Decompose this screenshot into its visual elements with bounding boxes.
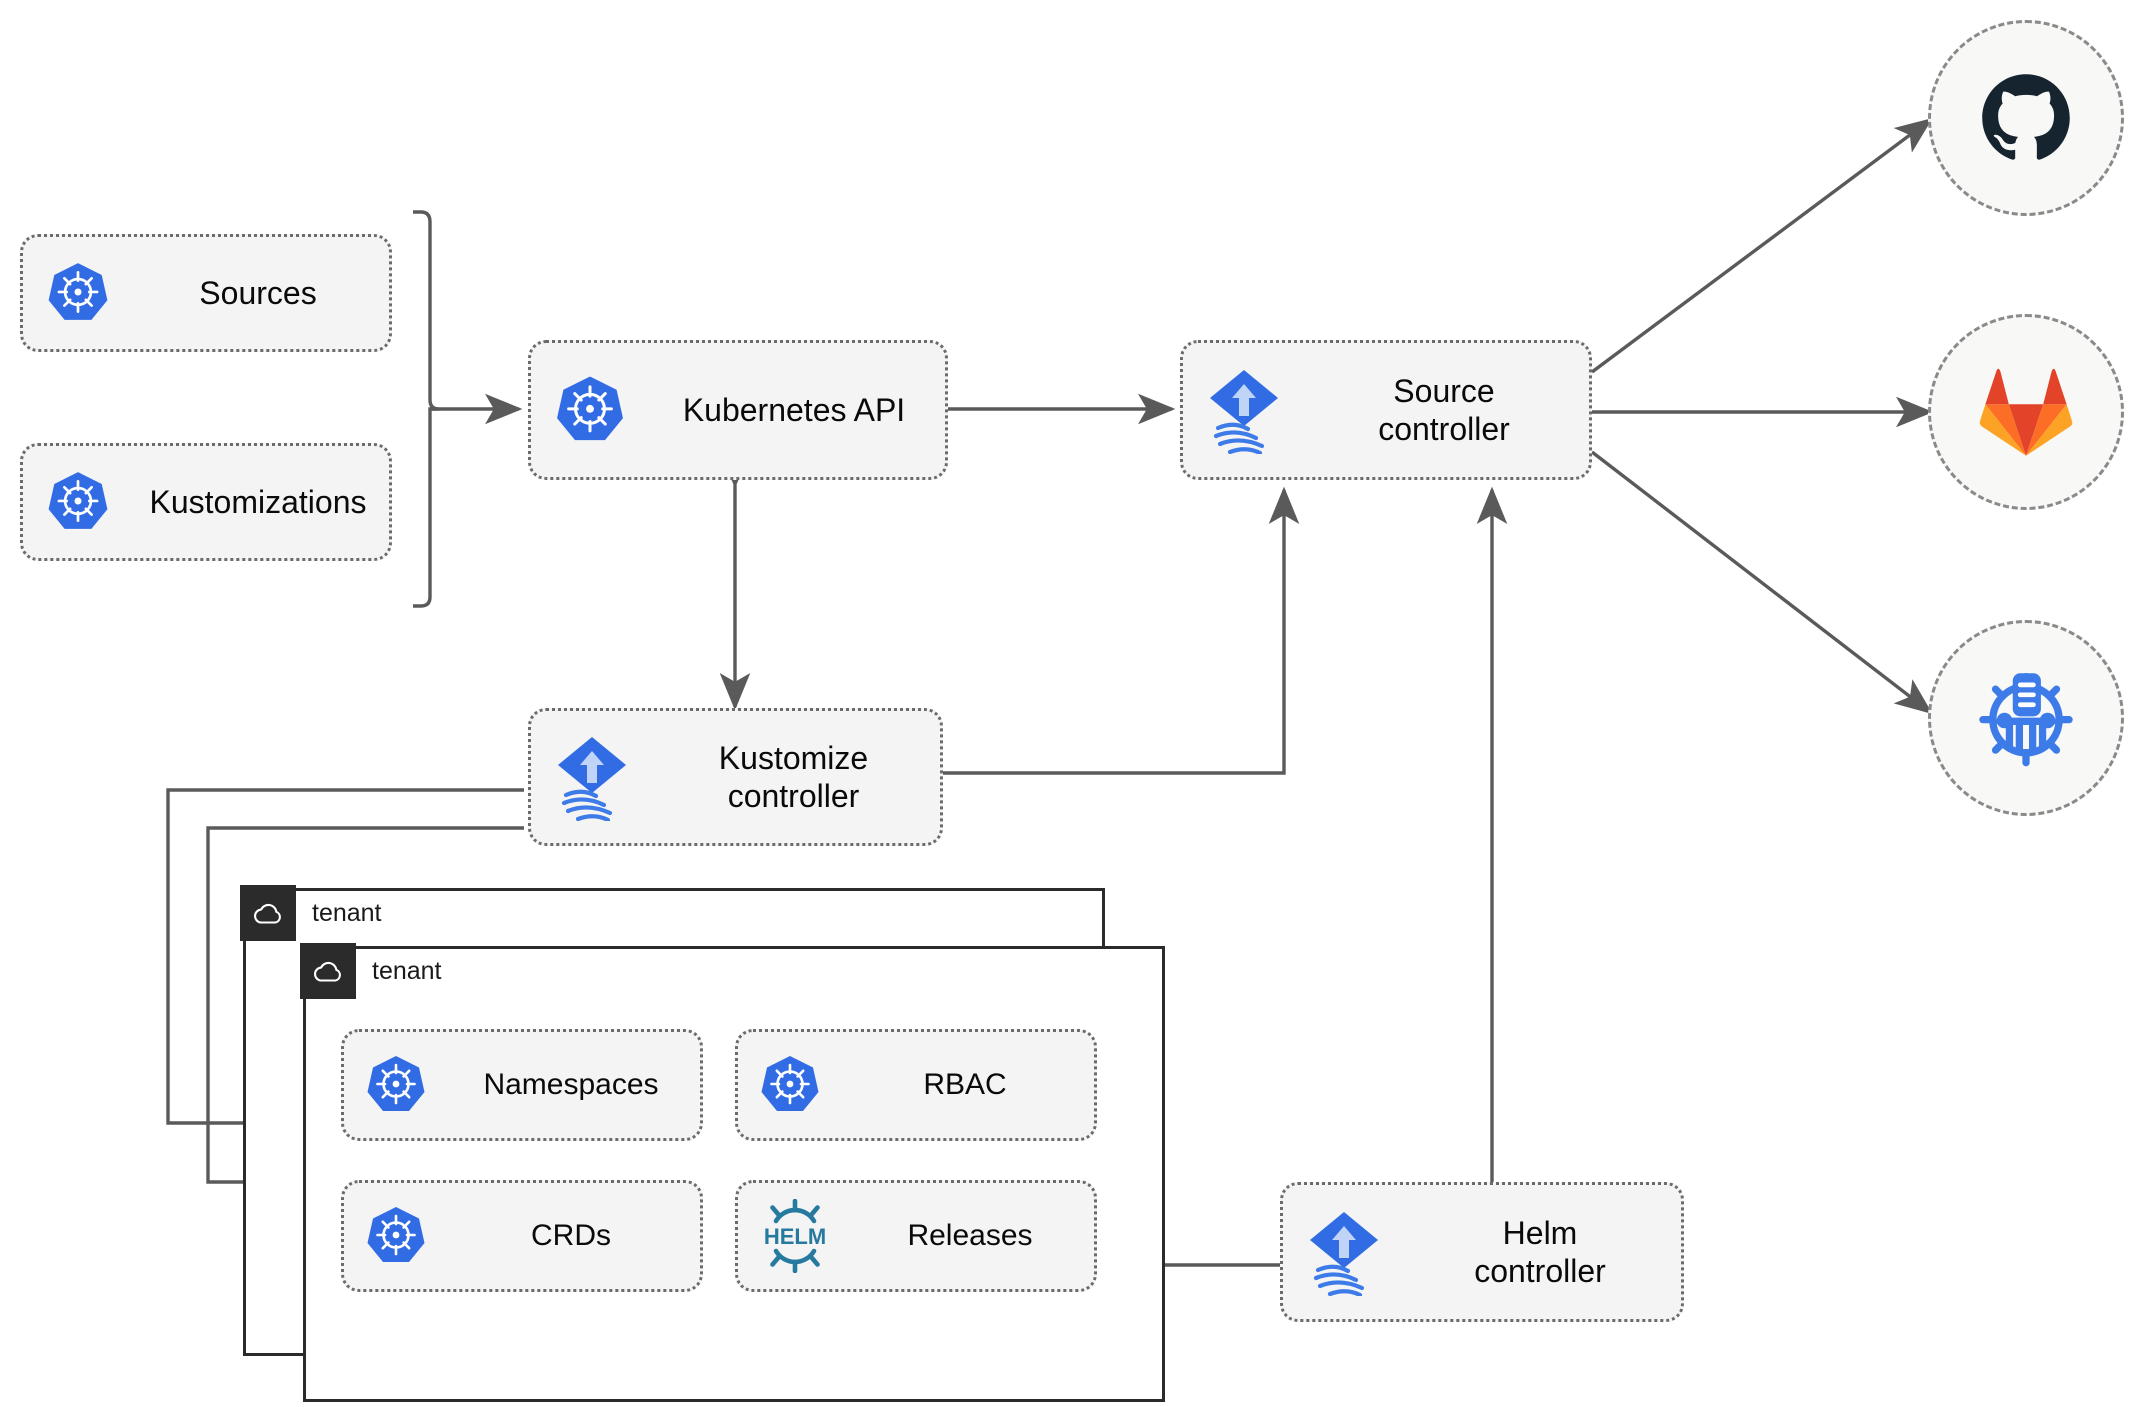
edge-source-to-helm-repo [1590, 450, 1933, 715]
node-label: Kustomizations [149, 483, 367, 520]
kubernetes-icon [344, 1053, 448, 1117]
node-gitlab[interactable] [1928, 314, 2124, 510]
edge-kustomize-to-source [943, 486, 1300, 775]
node-label: Releases [907, 1219, 1033, 1252]
gitlab-icon [1979, 368, 2073, 456]
tenant-label: tenant [372, 956, 442, 985]
tenant-label: tenant [312, 898, 382, 927]
node-github[interactable] [1928, 20, 2124, 216]
flux-icon [531, 733, 653, 821]
node-label: Source controller [1378, 372, 1510, 447]
tenant-container-2[interactable] [303, 946, 1165, 1402]
node-helm-repository[interactable] [1928, 620, 2124, 816]
node-label: Helm controller [1474, 1214, 1606, 1289]
node-kustomize-controller[interactable]: Kustomize controller [528, 708, 943, 846]
helm-icon: HELM [738, 1199, 852, 1273]
node-kubernetes-api[interactable]: Kubernetes API [528, 340, 948, 480]
github-icon [1982, 74, 2070, 160]
node-kustomizations[interactable]: Kustomizations [20, 443, 392, 561]
svg-text:HELM: HELM [764, 1224, 826, 1249]
node-label: Namespaces [483, 1068, 659, 1101]
node-source-controller[interactable]: Source controller [1180, 340, 1592, 480]
kubernetes-icon [23, 260, 133, 326]
kubernetes-icon [344, 1204, 448, 1268]
node-label: Kubernetes API [682, 391, 906, 428]
tenant-2-header: tenant [300, 943, 442, 999]
tenant-1-header: tenant [240, 885, 382, 941]
node-releases[interactable]: HELM Releases [735, 1180, 1097, 1292]
node-crds[interactable]: CRDs [341, 1180, 703, 1292]
node-label: RBAC [923, 1068, 1007, 1101]
node-label: Sources [199, 274, 317, 311]
helm-repository-icon [1979, 672, 2073, 767]
node-rbac[interactable]: RBAC [735, 1029, 1097, 1141]
node-namespaces[interactable]: Namespaces [341, 1029, 703, 1141]
edge-crs-bracket [413, 210, 440, 608]
cloud-icon [240, 885, 296, 941]
node-sources[interactable]: Sources [20, 234, 392, 352]
node-helm-controller[interactable]: Helm controller [1280, 1182, 1684, 1322]
flux-icon [1183, 366, 1305, 454]
kubernetes-icon [531, 373, 649, 447]
cloud-icon [300, 943, 356, 999]
node-label: Kustomize controller [718, 739, 869, 814]
node-label: CRDs [531, 1219, 611, 1252]
kubernetes-icon [738, 1053, 842, 1117]
edge-source-to-github [1590, 117, 1933, 374]
kubernetes-icon [23, 469, 133, 535]
flux-icon [1283, 1208, 1405, 1296]
